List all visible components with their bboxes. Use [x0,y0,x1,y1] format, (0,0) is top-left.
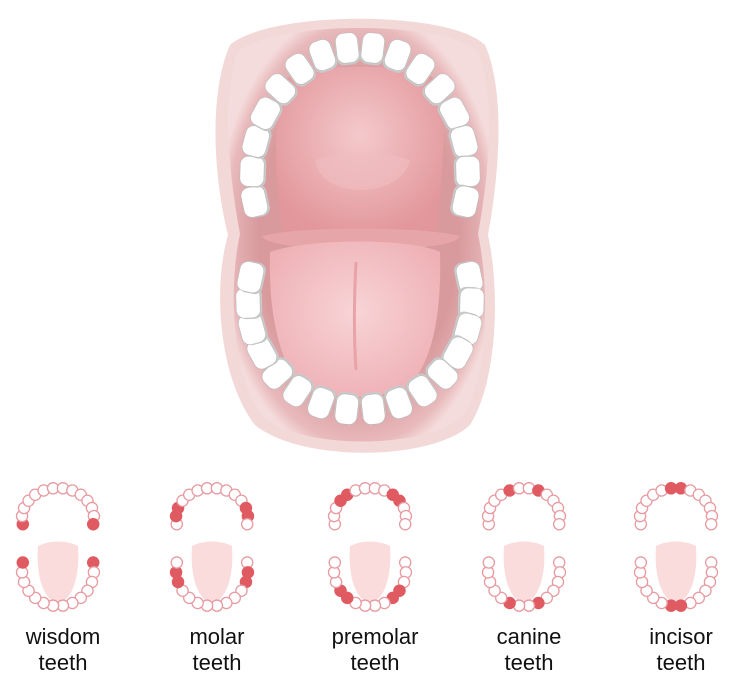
thumb-incisor: incisor teeth [626,468,729,677]
highlighted-tooth [17,557,28,568]
thumb-molar: molar teeth [162,468,272,677]
highlighted-tooth [88,519,99,530]
tongue-shape [504,542,545,603]
incisor-teeth-diagram [626,468,726,623]
tooth [454,155,481,188]
tongue-shape [350,542,391,603]
premolar-teeth-label: premolar teeth [305,624,445,676]
incisor-teeth-label: incisor teeth [611,624,729,676]
tooth-outline [400,519,411,530]
tooth-outline [171,557,182,568]
molar-teeth-diagram [162,468,262,623]
wisdom-label-line1: wisdom [0,624,133,650]
tooth-outline [706,519,717,530]
premolar-label-line1: premolar [305,624,445,650]
canine-teeth-label: canine teeth [459,624,599,676]
tongue-shape [38,542,79,603]
thumb-wisdom: wisdom teeth [8,468,118,677]
wisdom-teeth-diagram [8,468,108,623]
mouth-illustration [0,0,729,470]
tooth [240,155,267,188]
thumb-premolar: premolar teeth [320,468,430,677]
premolar-teeth-diagram [320,468,420,623]
premolar-label-line2: teeth [305,650,445,676]
tooth-outline [329,557,340,568]
tooth-type-legend: wisdom teeth molar teeth premolar teeth … [0,468,729,677]
molar-label-line1: molar [147,624,287,650]
incisor-label-line1: incisor [611,624,729,650]
molar-label-line2: teeth [147,650,287,676]
tooth-outline [635,557,646,568]
wisdom-label-line2: teeth [0,650,133,676]
canine-teeth-diagram [474,468,574,623]
incisor-label-line2: teeth [611,650,729,676]
tooth-outline [483,557,494,568]
canine-label-line2: teeth [459,650,599,676]
molar-teeth-label: molar teeth [147,624,287,676]
wisdom-teeth-label: wisdom teeth [0,624,133,676]
tongue-shape [656,542,697,603]
palate [276,67,443,238]
tongue-groove [355,262,357,370]
tooth-outline [554,519,565,530]
tooth-outline [242,519,253,530]
tongue-shape [192,542,233,603]
thumb-canine: canine teeth [474,468,584,677]
canine-label-line1: canine [459,624,599,650]
